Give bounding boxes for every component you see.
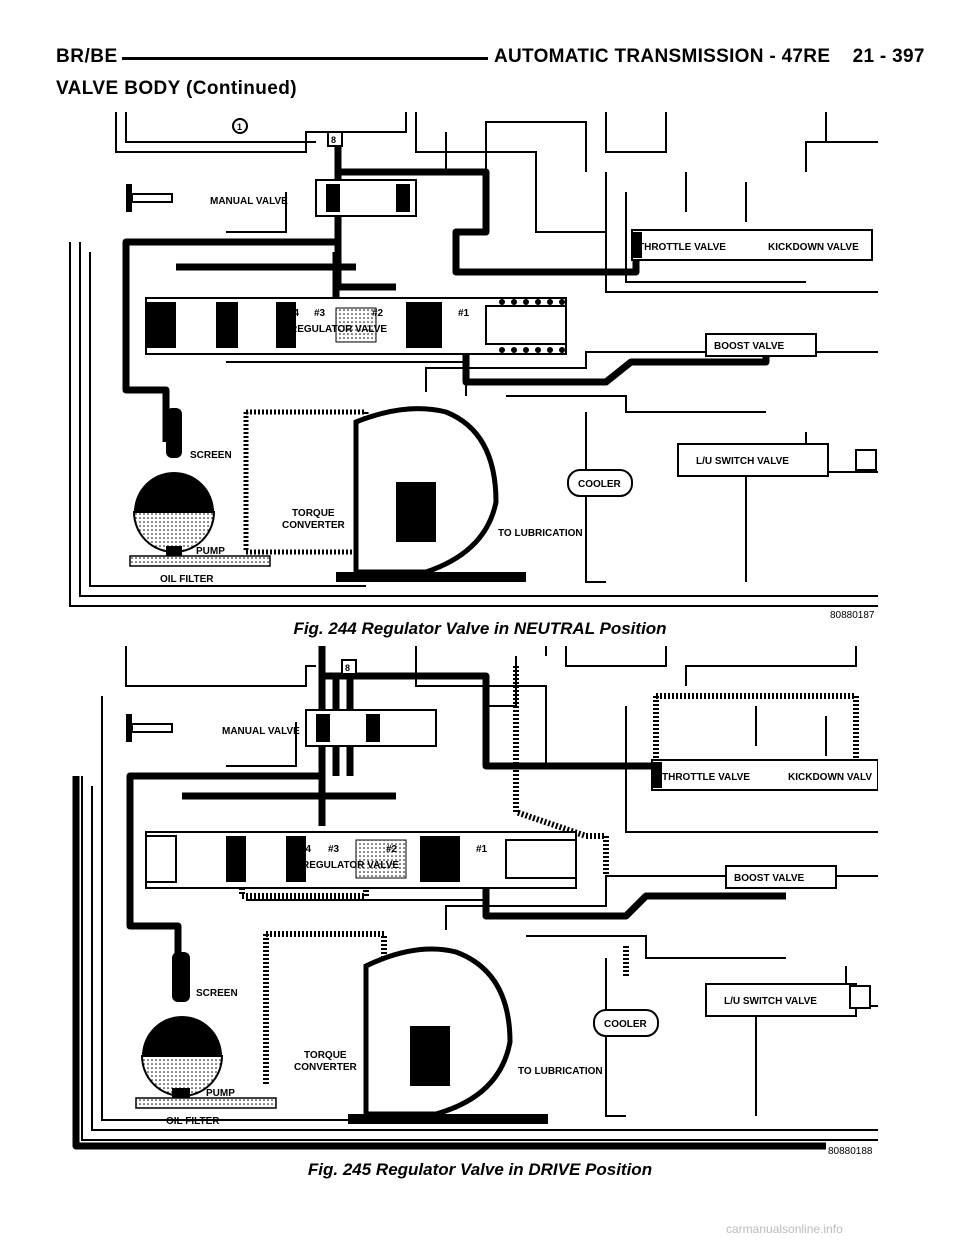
pump-label: PUMP (196, 546, 225, 557)
port-1-label: #1 (458, 308, 470, 319)
circle-1-label: 1 (237, 122, 242, 132)
lu-switch-valve-label: L/U SWITCH VALVE (696, 456, 789, 467)
port-1-label: #1 (476, 844, 488, 855)
converter-label: CONVERTER (294, 1062, 358, 1073)
torque-label: TORQUE (292, 508, 335, 519)
kickdown-valve-label: KICKDOWN VALVE (768, 242, 859, 253)
regulator-valve-neutral-diagram: MANUAL VALVE THROTTLE VALVE KICKDOWN VAL… (69, 112, 878, 607)
to-lubrication-label: TO LUBRICATION (498, 528, 583, 539)
screen-label: SCREEN (190, 450, 232, 461)
regulator-valve-label: REGULATOR VALVE (302, 860, 399, 871)
figure-244-code: 80880187 (830, 610, 875, 621)
lu-switch-valve-label: L/U SWITCH VALVE (724, 996, 817, 1007)
cooler-label: COOLER (578, 479, 622, 490)
regulator-valve-label: REGULATOR VALVE (290, 324, 387, 335)
screen-label: SCREEN (196, 988, 238, 999)
oil-filter-label: OIL FILTER (160, 574, 214, 585)
converter-label: CONVERTER (282, 520, 346, 531)
watermark-url: carmanualsonline.info (726, 1222, 843, 1236)
port-4-label: #4 (300, 844, 312, 855)
boost-valve-label: BOOST VALVE (734, 873, 805, 884)
to-lubrication-label: TO LUBRICATION (518, 1066, 603, 1077)
box-8-label: 8 (345, 663, 350, 673)
manual-valve-label: MANUAL VALVE (222, 726, 300, 737)
throttle-valve-label: THROTTLE VALVE (638, 242, 726, 253)
torque-label: TORQUE (304, 1050, 347, 1061)
manual-valve-label: MANUAL VALVE (210, 196, 288, 207)
port-4-label: #4 (288, 308, 300, 319)
boost-valve-label: BOOST VALVE (714, 341, 785, 352)
port-2-label: #2 (372, 308, 384, 319)
figure-245-caption: Fig. 245 Regulator Valve in DRIVE Positi… (307, 1160, 653, 1179)
box-8-label: 8 (331, 135, 336, 145)
cooler-label: COOLER (604, 1019, 648, 1030)
section-title: VALVE BODY (Continued) (56, 78, 298, 99)
regulator-valve-drive-diagram: MANUAL VALVE THROTTLE VALVE KICKDOWN VAL… (72, 646, 878, 1150)
kickdown-valve-label: KICKDOWN VALV (788, 772, 872, 783)
oil-filter-label: OIL FILTER (166, 1116, 220, 1127)
figure-245-code: 80880188 (828, 1146, 873, 1157)
port-2-label: #2 (386, 844, 398, 855)
header-model: BR/BE (56, 46, 118, 67)
throttle-valve-label: THROTTLE VALVE (662, 772, 750, 783)
header-rule (122, 57, 488, 60)
port-3-label: #3 (328, 844, 340, 855)
port-3-label: #3 (314, 308, 326, 319)
figure-244-caption: Fig. 244 Regulator Valve in NEUTRAL Posi… (293, 619, 667, 638)
header-section-page: AUTOMATIC TRANSMISSION - 47RE 21 - 397 (494, 46, 925, 67)
pump-label: PUMP (206, 1088, 235, 1099)
